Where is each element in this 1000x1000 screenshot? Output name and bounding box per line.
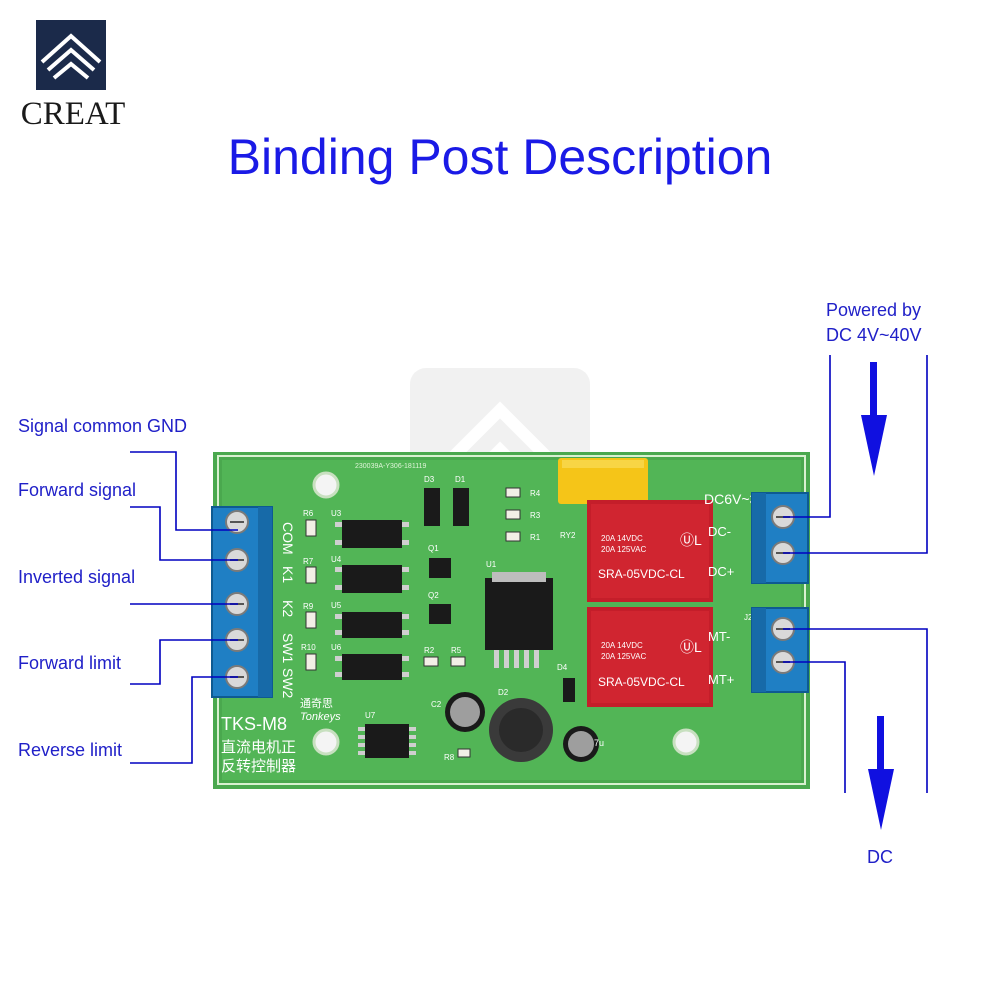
terminal-block-left	[211, 506, 273, 698]
ref-q1: Q1	[428, 544, 439, 553]
ref-r6: R6	[303, 509, 314, 518]
arrow-down-icon-power	[861, 362, 887, 476]
pin-label-dc-minus: DC-	[708, 524, 731, 539]
regulator-u1	[485, 572, 553, 668]
ref-r2: R2	[424, 646, 435, 655]
pin-label-mt-minus: MT-	[708, 629, 730, 644]
right-leader-lines	[783, 355, 928, 793]
ref-r3: R3	[530, 511, 541, 520]
creat-logo-icon	[36, 20, 106, 90]
terminal-block-power	[751, 492, 809, 584]
svg-text:7u: 7u	[594, 738, 604, 748]
label-forward-signal: Forward signal	[18, 480, 137, 500]
label-powered-by: Powered by	[826, 300, 922, 320]
label-voltage-range: DC 4V~40V	[826, 325, 922, 345]
pin-label-dc-plus: DC+	[708, 564, 734, 579]
label-reverse-limit: Reverse limit	[18, 740, 123, 760]
ref-r10: R10	[301, 643, 316, 652]
pin-label-com: COM	[280, 522, 296, 555]
svg-text:ⓊL: ⓊL	[680, 639, 702, 655]
pin-label-sw2: SW2	[280, 668, 296, 699]
ref-u3: U3	[331, 509, 342, 518]
svg-text:ⓊL: ⓊL	[680, 532, 702, 548]
maker-cn: 通奇思	[300, 697, 333, 710]
ref-r1: R1	[530, 533, 541, 542]
ref-d1: D1	[455, 475, 466, 484]
ref-u5: U5	[331, 601, 342, 610]
brand-name: CREAT	[20, 96, 126, 132]
left-leader-lines	[130, 451, 238, 764]
pin-label-k2: K2	[280, 600, 296, 617]
relay-top-model: SRA-05VDC-CL	[598, 567, 685, 581]
pin-label-sw1: SW1	[280, 633, 296, 664]
relay-bottom-model: SRA-05VDC-CL	[598, 675, 685, 689]
pin-label-mt-plus: MT+	[708, 672, 734, 687]
relay-bottom-rating-1: 20A 14VDC	[601, 641, 643, 650]
label-dc-output: DC	[867, 847, 893, 867]
ref-c2: C2	[431, 700, 442, 709]
ref-r9: R9	[303, 602, 314, 611]
ref-j2: J2	[744, 613, 753, 622]
ref-q2: Q2	[428, 591, 439, 600]
label-signal-common-gnd: Signal common GND	[18, 416, 188, 436]
maker-en: Tonkeys	[300, 711, 341, 723]
label-inverted-signal: Inverted signal	[18, 567, 136, 587]
board-model: TKS-M8	[221, 714, 287, 734]
ref-d3: D3	[424, 475, 435, 484]
relay-top-rating-2: 20A 125VAC	[601, 545, 646, 554]
board-name-cn-1: 直流电机正	[221, 739, 296, 756]
ref-r7: R7	[303, 557, 314, 566]
relay-bottom: 20A 14VDC 20A 125VAC SRA-05VDC-CL ⓊL	[587, 607, 713, 707]
pin-label-k1: K1	[280, 566, 296, 583]
ref-u6: U6	[331, 643, 342, 652]
ref-d2: D2	[498, 688, 509, 697]
ref-ry2: RY2	[560, 531, 576, 540]
board-name-cn-2: 反转控制器	[221, 758, 296, 775]
ref-d4: D4	[557, 663, 568, 672]
arrow-down-icon-dc	[868, 716, 894, 830]
terminal-block-motor	[751, 607, 809, 693]
ref-u1: U1	[486, 560, 497, 569]
ref-u7: U7	[365, 711, 376, 720]
board-serial: 230039A-Y306-181119	[355, 463, 426, 470]
relay-top: 20A 14VDC 20A 125VAC SRA-05VDC-CL ⓊL	[587, 500, 713, 602]
relay-top-rating-1: 20A 14VDC	[601, 534, 643, 543]
page-title: Binding Post Description	[227, 129, 773, 185]
ref-r5: R5	[451, 646, 462, 655]
pcb-board: 230039A-Y306-181119 COM K1	[211, 452, 810, 789]
ref-r4: R4	[530, 489, 541, 498]
brand-logo: CREAT	[18, 18, 128, 132]
ref-u4: U4	[331, 555, 342, 564]
ref-r8: R8	[444, 753, 455, 762]
label-forward-limit: Forward limit	[18, 653, 122, 673]
relay-bottom-rating-2: 20A 125VAC	[601, 652, 646, 661]
